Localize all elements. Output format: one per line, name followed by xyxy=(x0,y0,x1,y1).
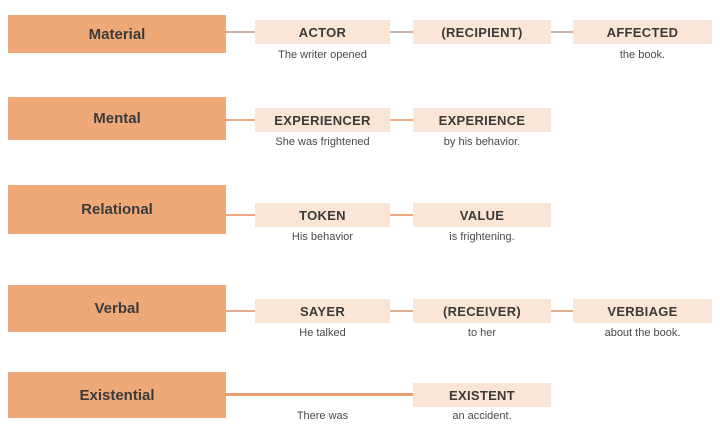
role-box-token: TOKEN xyxy=(255,203,390,227)
role-box-experience: EXPERIENCE xyxy=(413,108,551,132)
role-box-experiencer: EXPERIENCER xyxy=(255,108,390,132)
process-box-mental: Mental xyxy=(8,97,226,140)
connector-line-relational xyxy=(226,214,255,216)
example-text-value: is frightening. xyxy=(449,231,515,243)
example-text-token: His behavior xyxy=(291,231,354,243)
role-box-actor: ACTOR xyxy=(255,20,390,44)
connector-line-experiencer-experience xyxy=(390,119,413,121)
process-box-relational: Relational xyxy=(8,185,226,234)
connector-line-verbal xyxy=(226,310,255,312)
process-box-verbal: Verbal xyxy=(8,285,226,332)
example-text-verbiage: about the book. xyxy=(604,327,681,339)
example-text-affected: the book. xyxy=(619,49,666,61)
role-box-value: VALUE xyxy=(413,203,551,227)
connector-line-existential xyxy=(226,393,413,396)
connector-line-sayer-receiver xyxy=(390,310,413,312)
connector-line-receiver-verbiage xyxy=(551,310,573,312)
connector-line-mental xyxy=(226,119,255,121)
role-box-receiver: (RECEIVER) xyxy=(413,299,551,323)
example-text-experience: by his behavior. xyxy=(443,136,521,148)
example-text-sayer: He talked xyxy=(299,327,346,339)
role-box-sayer: SAYER xyxy=(255,299,390,323)
connector-line-token-value xyxy=(390,214,413,216)
role-box-existent: EXISTENT xyxy=(413,383,551,407)
role-box-verbiage: VERBIAGE xyxy=(573,299,712,323)
example-text-experiencer: She was frightened xyxy=(275,136,370,148)
example-text-actor: The writer opened xyxy=(278,49,367,61)
example-text-receiver: to her xyxy=(467,327,497,339)
connector-line-material xyxy=(226,31,255,33)
role-box-recipient: (RECIPIENT) xyxy=(413,20,551,44)
process-box-material: Material xyxy=(8,15,226,53)
role-box-affected: AFFECTED xyxy=(573,20,712,44)
connector-line-recipient-affected xyxy=(551,31,573,33)
example-text-there-was: There was xyxy=(296,410,349,422)
example-text-existent: an accident. xyxy=(452,410,512,422)
connector-line-actor-recipient xyxy=(390,31,413,33)
process-box-existential: Existential xyxy=(8,372,226,418)
